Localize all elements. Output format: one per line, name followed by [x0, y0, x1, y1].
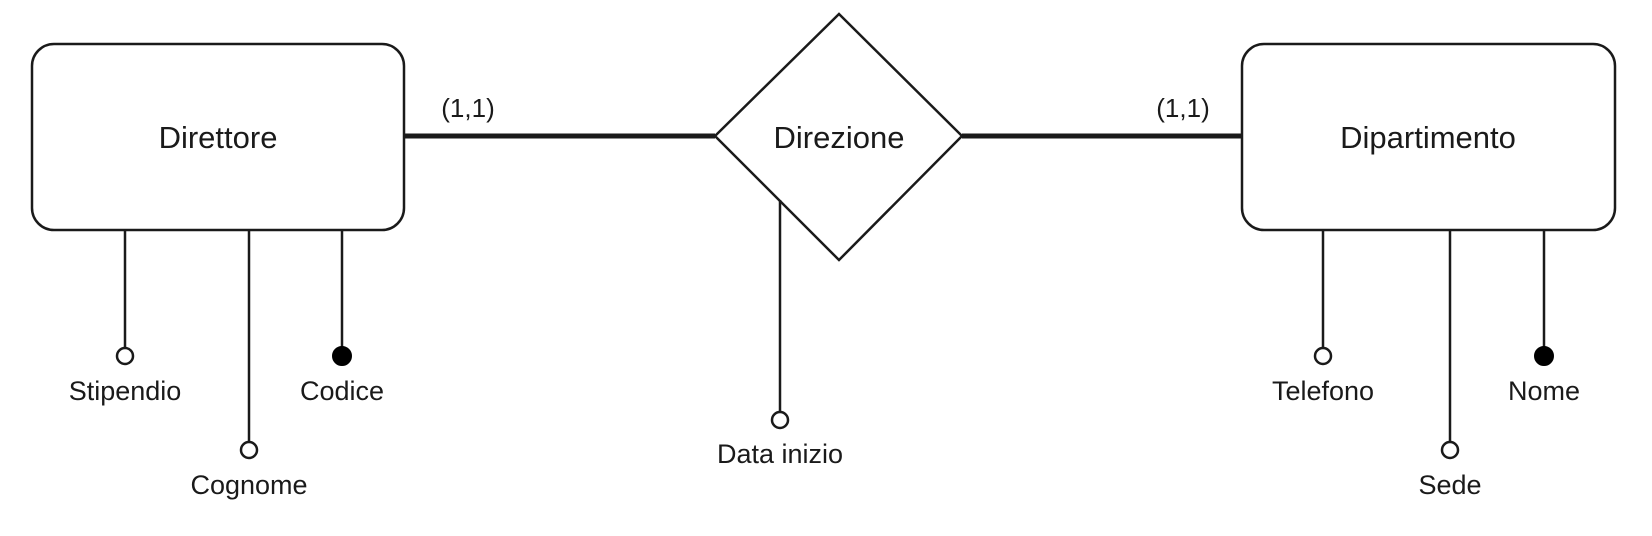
identifier-filled-circle-icon: [332, 346, 352, 366]
entity-dipartimento[interactable]: Dipartimento: [1240, 42, 1617, 232]
attribute-telefono[interactable]: Telefono: [1272, 230, 1374, 406]
attribute-nome-label: Nome: [1508, 376, 1580, 406]
attribute-circle-icon: [115, 346, 135, 366]
attribute-sede[interactable]: Sede: [1418, 230, 1482, 500]
attribute-stipendio[interactable]: Stipendio: [69, 230, 182, 406]
attribute-circle-icon: [1440, 440, 1460, 460]
entity-direttore[interactable]: Direttore: [30, 42, 406, 232]
attribute-sede-label: Sede: [1418, 470, 1481, 500]
relationship-direzione[interactable]: Direzione: [713, 12, 964, 262]
attribute-cognome[interactable]: Cognome: [190, 230, 308, 500]
cardinality-dipartimento: (1,1): [1156, 93, 1209, 123]
attribute-nome[interactable]: Nome: [1508, 230, 1580, 406]
attribute-codice-label: Codice: [300, 376, 384, 406]
attribute-circle-icon: [239, 440, 259, 460]
identifier-filled-circle-icon: [1534, 346, 1554, 366]
attribute-codice[interactable]: Codice: [300, 230, 384, 406]
attribute-circle-icon: [1313, 346, 1333, 366]
attribute-data-inizio[interactable]: Data inizio: [717, 200, 843, 469]
attribute-telefono-label: Telefono: [1272, 376, 1374, 406]
attribute-data-inizio-label: Data inizio: [717, 439, 843, 469]
entity-direttore-name: Direttore: [159, 120, 278, 155]
attribute-cognome-label: Cognome: [190, 470, 307, 500]
entity-dipartimento-name: Dipartimento: [1340, 120, 1516, 155]
attribute-stipendio-label: Stipendio: [69, 376, 182, 406]
relationship-direzione-name: Direzione: [774, 120, 905, 155]
cardinality-direttore: (1,1): [441, 93, 494, 123]
attribute-circle-icon: [770, 410, 790, 430]
